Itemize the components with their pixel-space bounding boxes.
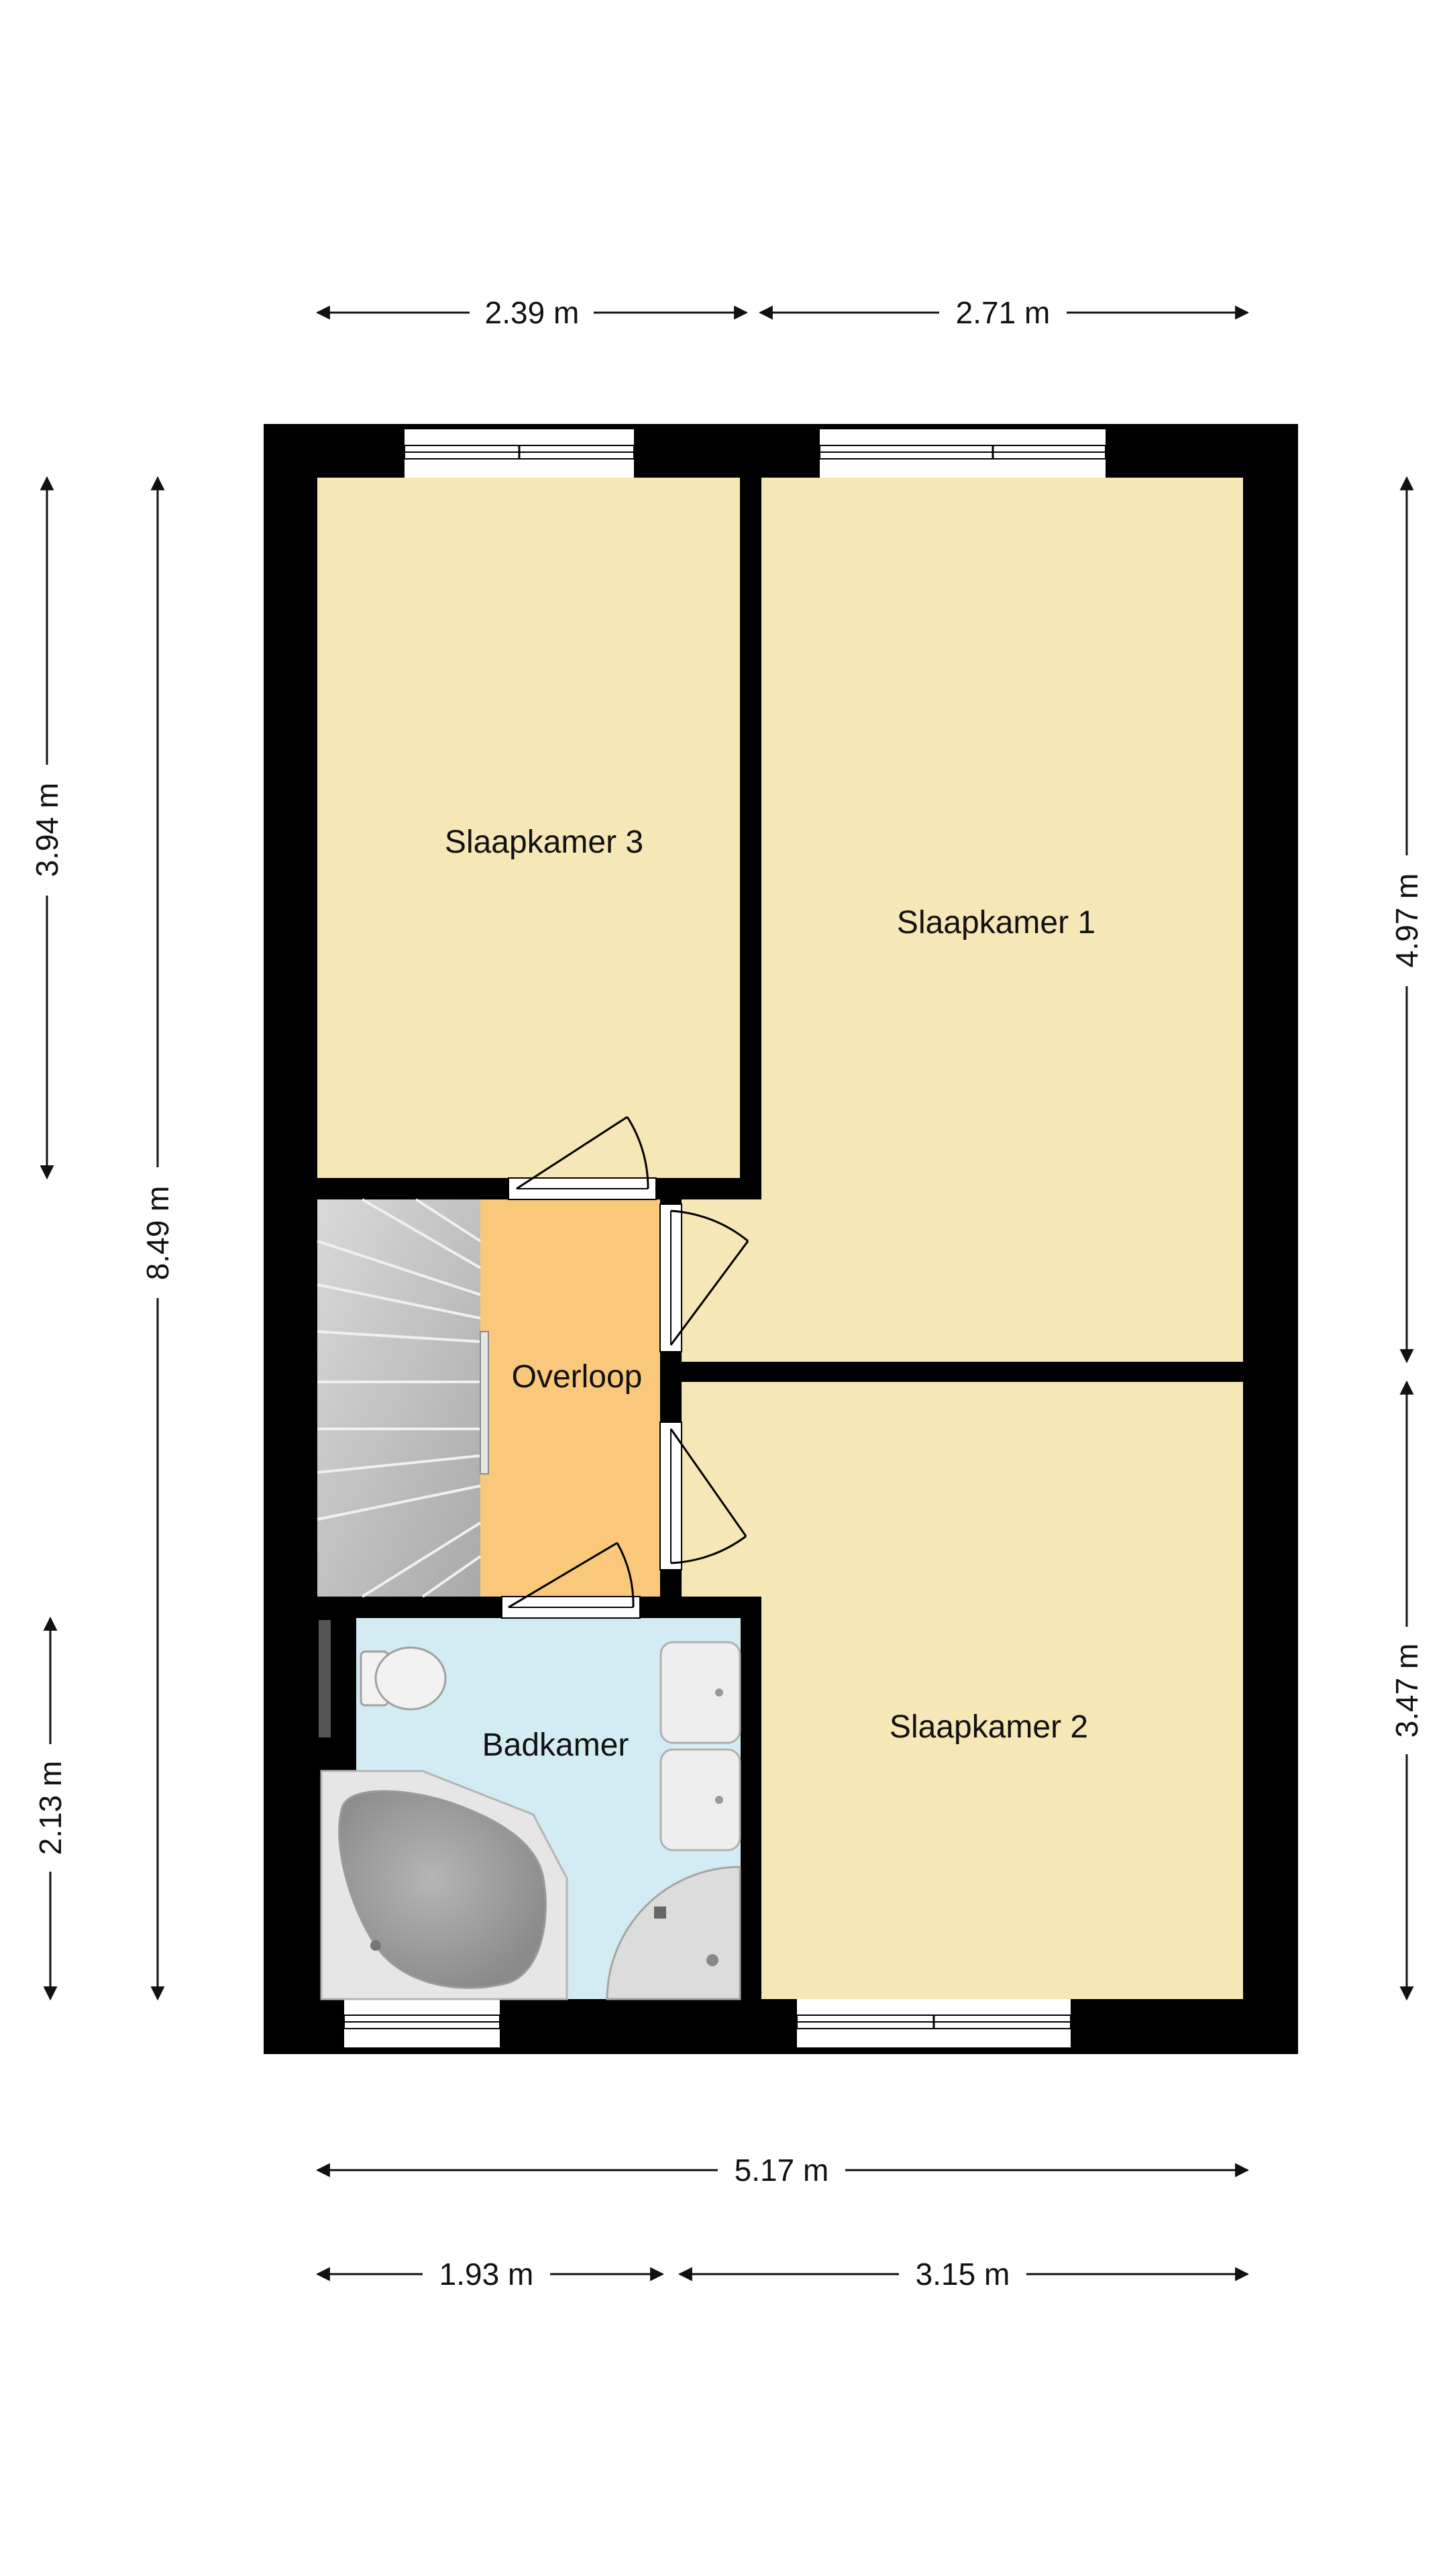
dimension-label-right-upper: 4.97 m: [1389, 873, 1424, 968]
room-label-overloop: Overloop: [512, 1359, 643, 1395]
room-overloop: [480, 1199, 660, 1597]
dimension-label-left-upper: 3.94 m: [30, 783, 64, 877]
sink-icon: [659, 1641, 741, 1744]
dimension-label-bottom-total: 5.17 m: [735, 2153, 829, 2188]
room-label-slaapkamer-2: Slaapkamer 2: [890, 1709, 1088, 1745]
room-label-badkamer: Badkamer: [482, 1727, 629, 1763]
sink-icon: [659, 1748, 741, 1851]
room-slaapkamer-3: [317, 478, 740, 1178]
window-icon: [343, 1999, 500, 2047]
room-slaapkamer-1-extension: [682, 1199, 775, 1362]
toilet-icon: [319, 1620, 447, 1737]
corner-shower-icon: [606, 1866, 741, 2000]
window-icon: [819, 429, 1106, 478]
window-icon: [796, 1999, 1071, 2047]
door-swing-icon: [669, 1210, 749, 1346]
room-slaapkamer-2-extension: [682, 1382, 775, 1597]
room-slaapkamer-2: [761, 1382, 1243, 1999]
dimension-label-top-right: 2.71 m: [956, 295, 1051, 330]
door-swing-icon: [508, 1542, 635, 1609]
handrail: [480, 1331, 489, 1474]
room-label-slaapkamer-3: Slaapkamer 3: [445, 824, 643, 860]
door-swing-icon: [669, 1428, 747, 1564]
corner-bathtub-icon: [320, 1770, 568, 2000]
dimension-label-bottom-right: 3.15 m: [916, 2257, 1010, 2292]
room-slaapkamer-1: [761, 478, 1243, 1362]
dimension-label-right-lower: 3.47 m: [1389, 1644, 1424, 1738]
door-swing-icon: [516, 1116, 649, 1190]
dimension-label-left-lower: 2.13 m: [33, 1761, 68, 1856]
dimension-label-bottom-left: 1.93 m: [439, 2257, 534, 2292]
staircase-icon: [317, 1198, 489, 1598]
dimension-label-top-left: 2.39 m: [485, 295, 580, 330]
room-label-slaapkamer-1: Slaapkamer 1: [897, 905, 1095, 941]
window-icon: [404, 429, 635, 478]
dimension-label-left-total: 8.49 m: [140, 1186, 175, 1281]
